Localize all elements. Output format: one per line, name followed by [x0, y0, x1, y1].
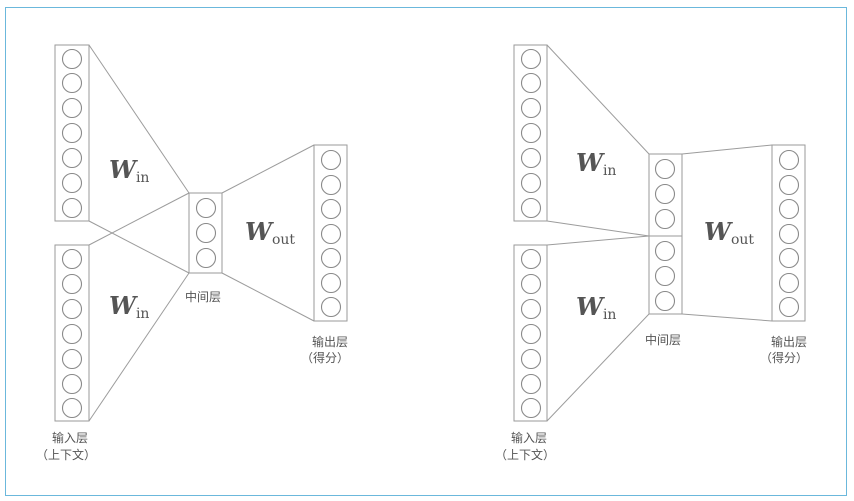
neuron: [520, 48, 542, 70]
neuron: [520, 122, 542, 144]
edge: [88, 272, 190, 422]
neuron: [195, 222, 217, 244]
edge: [681, 144, 773, 155]
neuron: [520, 373, 542, 395]
neuron: [61, 97, 83, 119]
neuron: [320, 272, 342, 294]
left-diagram: Win Win Wout 中间层 输出层 （得分） 输入层 （上下文）: [36, 44, 349, 462]
neuron: [61, 197, 83, 219]
neuron: [520, 273, 542, 295]
neuron: [778, 198, 800, 220]
neuron: [520, 348, 542, 370]
neuron: [654, 290, 676, 312]
neuron: [320, 223, 342, 245]
neuron: [320, 296, 342, 318]
neuron: [654, 158, 676, 180]
neuron: [320, 149, 342, 171]
edge: [546, 235, 650, 246]
neuron: [520, 298, 542, 320]
middle-layer-label: 中间层: [645, 332, 681, 347]
diagram-frame: [5, 7, 847, 496]
neuron: [520, 97, 542, 119]
output-layer-sublabel: （得分）: [301, 350, 349, 365]
edge: [88, 44, 190, 194]
neuron: [61, 348, 83, 370]
neuron: [778, 149, 800, 171]
neuron: [520, 147, 542, 169]
input-layer-bottom: [513, 244, 548, 422]
input-layer-sublabel: （上下文）: [36, 447, 96, 462]
right-diagram: Win Win Wout 中间层 输出层 （得分） 输入层 （上下文）: [495, 44, 808, 462]
weight-in-label: Win: [576, 148, 616, 179]
output-layer-label: 输出层: [312, 334, 348, 349]
middle-layer-label: 中间层: [185, 289, 221, 304]
left-connections: [88, 44, 315, 422]
edge: [88, 192, 190, 246]
neuron: [520, 323, 542, 345]
weight-in-label: Win: [109, 155, 149, 186]
input-layer-label: 输入层: [52, 430, 88, 445]
neuron: [654, 208, 676, 230]
neuron: [61, 248, 83, 270]
edge: [546, 44, 650, 155]
neuron: [320, 174, 342, 196]
neuron: [320, 198, 342, 220]
input-layer-sublabel: （上下文）: [495, 447, 555, 462]
neuron: [778, 272, 800, 294]
neuron: [61, 298, 83, 320]
neuron: [778, 174, 800, 196]
neuron: [520, 197, 542, 219]
neuron: [778, 223, 800, 245]
edge: [546, 220, 650, 237]
neuron: [61, 323, 83, 345]
input-layer-top: [54, 44, 90, 222]
neuron: [61, 373, 83, 395]
input-layer-bottom: [54, 244, 90, 422]
input-layer-top: [513, 44, 548, 222]
neuron: [61, 147, 83, 169]
edge: [221, 272, 315, 322]
input-layer-label: 输入层: [511, 430, 547, 445]
neuron: [520, 397, 542, 419]
output-layer-sublabel: （得分）: [760, 350, 808, 365]
middle-layer: [648, 153, 683, 315]
output-layer-label: 输出层: [771, 334, 807, 349]
middle-layer: [188, 192, 223, 274]
neuron: [61, 48, 83, 70]
neuron: [61, 397, 83, 419]
neuron: [320, 247, 342, 269]
neuron: [654, 183, 676, 205]
neuron: [61, 122, 83, 144]
output-layer: [313, 144, 348, 322]
neuron: [654, 265, 676, 287]
neuron: [61, 273, 83, 295]
weight-out-label: Wout: [245, 217, 295, 248]
edge: [546, 313, 650, 422]
neuron: [520, 172, 542, 194]
weight-in-label: Win: [109, 291, 149, 322]
neuron: [778, 247, 800, 269]
neuron: [61, 72, 83, 94]
neuron: [195, 197, 217, 219]
neuron: [195, 247, 217, 269]
weight-in-label: Win: [576, 292, 616, 323]
right-connections: [546, 44, 773, 422]
neuron: [61, 172, 83, 194]
edge: [88, 220, 190, 274]
edge: [681, 313, 773, 322]
neuron: [778, 296, 800, 318]
neuron: [520, 72, 542, 94]
weight-out-label: Wout: [704, 217, 754, 248]
neuron: [520, 248, 542, 270]
output-layer: [771, 144, 806, 322]
edge: [221, 144, 315, 194]
neuron: [654, 240, 676, 262]
